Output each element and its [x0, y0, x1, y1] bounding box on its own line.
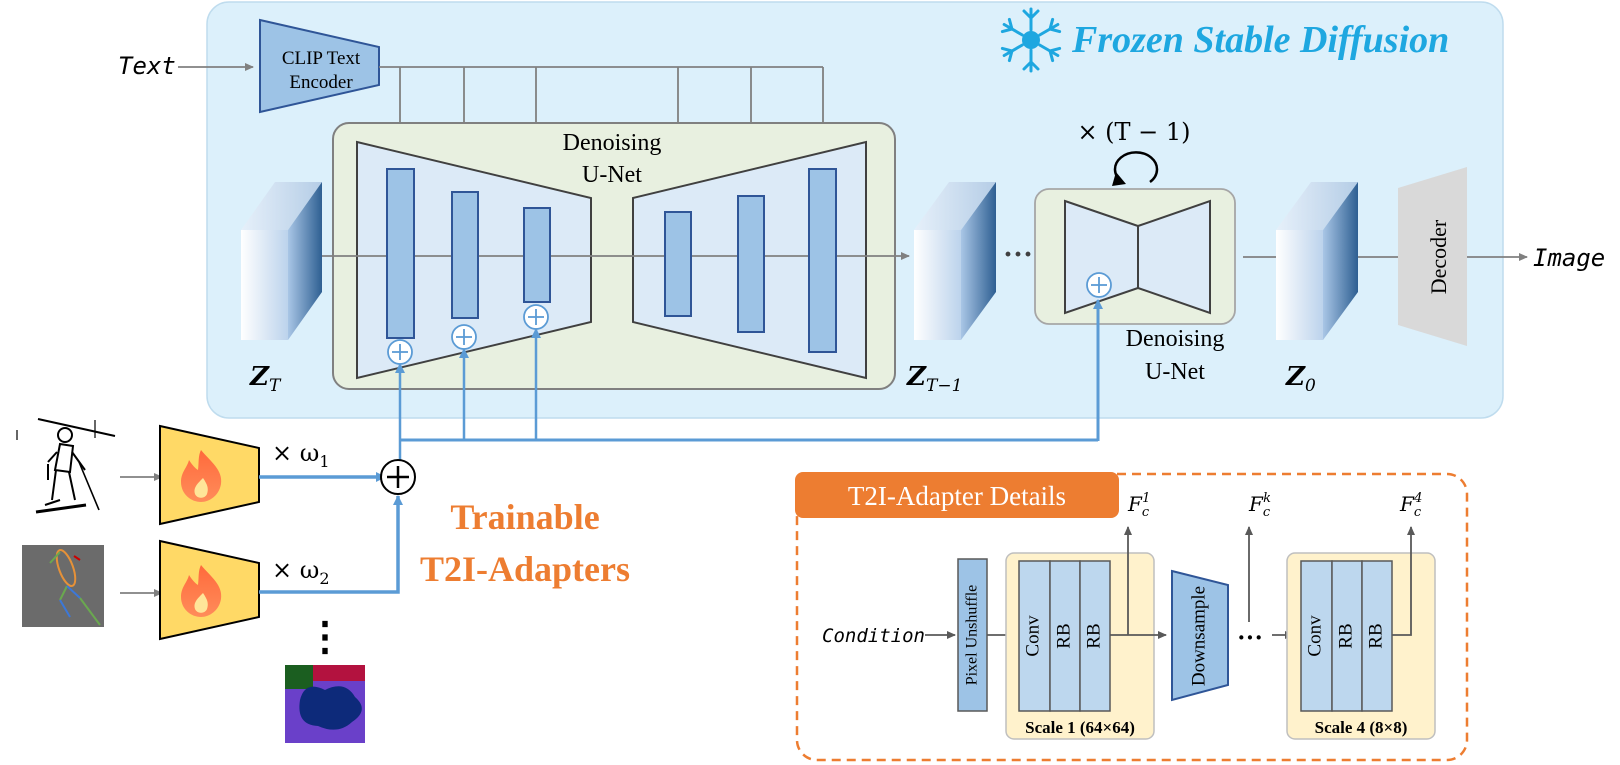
repeated-unet-add-icon: [1086, 272, 1112, 298]
latent-zT-1-label: ZT−1: [906, 362, 962, 396]
latent-z0-label: Z0: [1285, 362, 1316, 396]
unet-label-line2: U-Net: [582, 162, 642, 188]
clip-text-encoder: [259, 18, 380, 114]
latent-zT-label: ZT: [249, 362, 282, 396]
snowflake-icon: [1000, 7, 1062, 73]
more-adapters-dots: ⋮: [305, 614, 345, 659]
scale4-rb-label-1: RB: [1335, 623, 1356, 648]
add-icon-2: [451, 324, 477, 350]
segmentation-condition-image: [285, 665, 365, 743]
scale4-rb-label-2: RB: [1365, 623, 1386, 648]
latent-zT: [241, 182, 322, 340]
weight-w1-label: × ω1: [272, 439, 330, 471]
scale1-rb-block-2: [1079, 560, 1111, 712]
decoder-label: Decoder: [1426, 219, 1451, 294]
repeated-unet-label-line1: Denoising: [1126, 326, 1225, 352]
unet-decoder-block-3: [808, 168, 837, 353]
sum-node-icon: [380, 459, 416, 495]
weight-w2-label: × ω2: [272, 556, 330, 588]
scale4-label: Scale 4 (8×8): [1315, 718, 1408, 737]
condition-label: Condition: [822, 625, 925, 647]
scale1-rb-block-1: [1049, 560, 1081, 712]
fire-icon: [181, 450, 222, 502]
repeat-count-label: × (T − 1): [1077, 118, 1190, 146]
adapter2-output-line: [259, 495, 403, 594]
scale1-conv-label: Conv: [1022, 615, 1043, 657]
repeated-unet-label-line2: U-Net: [1145, 359, 1205, 385]
details-title-badge: [795, 472, 1119, 518]
fire-icon-2: [181, 565, 222, 617]
add-icon-1: [387, 339, 413, 365]
scales-ellipsis: ···: [1237, 623, 1263, 652]
scale1-rb-label-2: RB: [1083, 623, 1104, 648]
feature-fk-label: Fck: [1248, 491, 1271, 520]
text-input-label: Text: [118, 52, 176, 80]
adapter-feature-lines: [395, 299, 1103, 462]
unet-decoder-block-2: [737, 195, 765, 333]
clip-encoder-line1: CLIP Text: [282, 48, 361, 69]
unet-encoder-block-2: [451, 191, 479, 319]
frozen-sd-title: Frozen Stable Diffusion: [1071, 19, 1449, 61]
latent-zT-1: [914, 182, 996, 340]
latent-z0: [1276, 182, 1358, 340]
trainable-label-line2: T2I-Adapters: [420, 549, 630, 589]
decoder-block: [1398, 167, 1467, 346]
scale4-conv-block: [1300, 560, 1333, 712]
details-title: T2I-Adapter Details: [848, 481, 1066, 511]
feature-f1-label: Fc1: [1127, 491, 1150, 520]
pose-skeleton: [49, 548, 101, 626]
encoder-add-icons: [387, 304, 549, 365]
scale1-label: Scale 1 (64×64): [1025, 718, 1135, 737]
unet-label-line1: Denoising: [563, 130, 662, 156]
scale4-conv-label: Conv: [1304, 615, 1325, 657]
scale1-rb-label-1: RB: [1053, 623, 1074, 648]
add-icon-3: [523, 304, 549, 330]
image-output-label: Image: [1533, 244, 1605, 272]
unet-encoder-block-1: [386, 168, 415, 339]
scale4-feature-output: [1392, 526, 1415, 636]
unet-blocks: [386, 168, 837, 353]
feature-f4-label: Fc4: [1399, 491, 1422, 520]
repeated-unet-decoder: [1137, 199, 1211, 315]
details-panel: [795, 472, 1469, 762]
pixel-unshuffle-label: Pixel Unshuffle: [964, 585, 981, 686]
downsample-label: Downsample: [1188, 586, 1209, 686]
clip-encoder-line2: Encoder: [289, 72, 353, 93]
loop-arrow-icon: [1113, 151, 1159, 184]
scale4-rb-block-2: [1361, 560, 1393, 712]
downsample-block: [1171, 569, 1229, 702]
scale1-conv-block: [1018, 560, 1051, 712]
sketch-condition-image: [16, 418, 116, 514]
sampling-ellipsis: ···: [1003, 238, 1033, 271]
trainable-label-line1: Trainable: [450, 497, 599, 537]
unet-encoder-block-3: [523, 207, 551, 303]
loop-arrow-head: [1112, 172, 1126, 186]
unet-decoder-block-1: [664, 211, 692, 317]
